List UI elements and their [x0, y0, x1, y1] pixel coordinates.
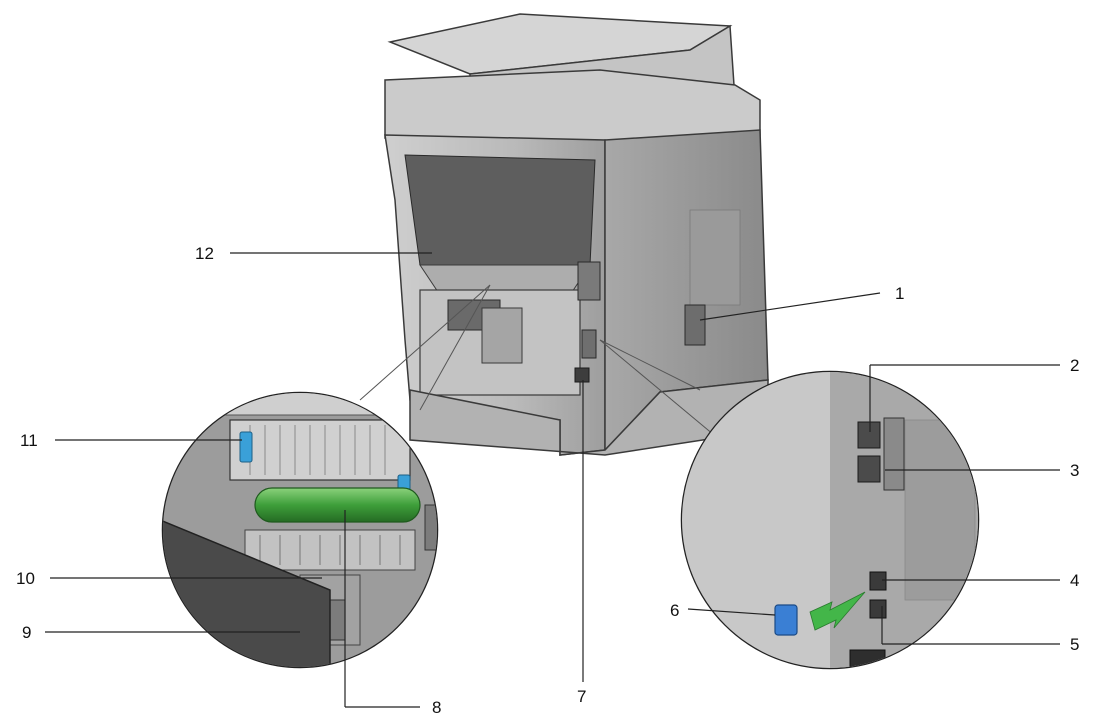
- callout-labels: 1 2 3 4 5 6 7 8 9 10 11 12: [16, 244, 1079, 717]
- insert-arrow-icon: [809, 591, 866, 631]
- line-port: [869, 599, 887, 619]
- inset-side-vent: [904, 419, 976, 601]
- phone-port: [869, 571, 887, 591]
- fuser-inset: [161, 391, 439, 669]
- leader-6: [687, 608, 776, 616]
- inset-guide-left-a: [359, 284, 491, 401]
- lower-tray: [409, 379, 769, 456]
- inset-guide-right-a: [599, 339, 721, 441]
- inset-guide-left-b: [419, 284, 491, 411]
- inset-guide-right-b: [599, 339, 701, 391]
- callout-2: 2: [1070, 356, 1079, 375]
- callout-10: 10: [16, 569, 35, 588]
- transfer-roller: [254, 487, 421, 523]
- callout-4: 4: [1070, 571, 1079, 590]
- leader-lines: [45, 252, 1060, 708]
- printer-body: [384, 13, 769, 456]
- callout-9: 9: [22, 623, 31, 642]
- output-cavity: [404, 154, 596, 266]
- callout-12: 12: [195, 244, 214, 263]
- callout-11: 11: [20, 431, 38, 450]
- interface-ports-panel: [577, 261, 601, 301]
- callout-6: 6: [670, 601, 679, 620]
- callout-7: 7: [577, 687, 586, 706]
- callout-5: 5: [1070, 635, 1079, 654]
- usb-port: [857, 421, 881, 449]
- callout-3: 3: [1070, 461, 1079, 480]
- ports-inset: [680, 370, 980, 670]
- callout-1: 1: [895, 284, 904, 303]
- scanner-unit: [384, 69, 761, 143]
- rear-cover-latch: [481, 307, 523, 364]
- fuser-lever-left-icon: [239, 431, 253, 463]
- port-cap-icon: [774, 604, 798, 636]
- power-connector: [574, 367, 590, 383]
- ethernet-port: [857, 455, 881, 483]
- security-slot: [684, 304, 706, 346]
- phone-ports-panel: [581, 329, 597, 359]
- power-socket: [849, 649, 886, 668]
- side-vent: [689, 209, 741, 306]
- fuser-unit: [229, 419, 411, 481]
- callout-8: 8: [432, 698, 441, 717]
- leader-1: [699, 292, 881, 321]
